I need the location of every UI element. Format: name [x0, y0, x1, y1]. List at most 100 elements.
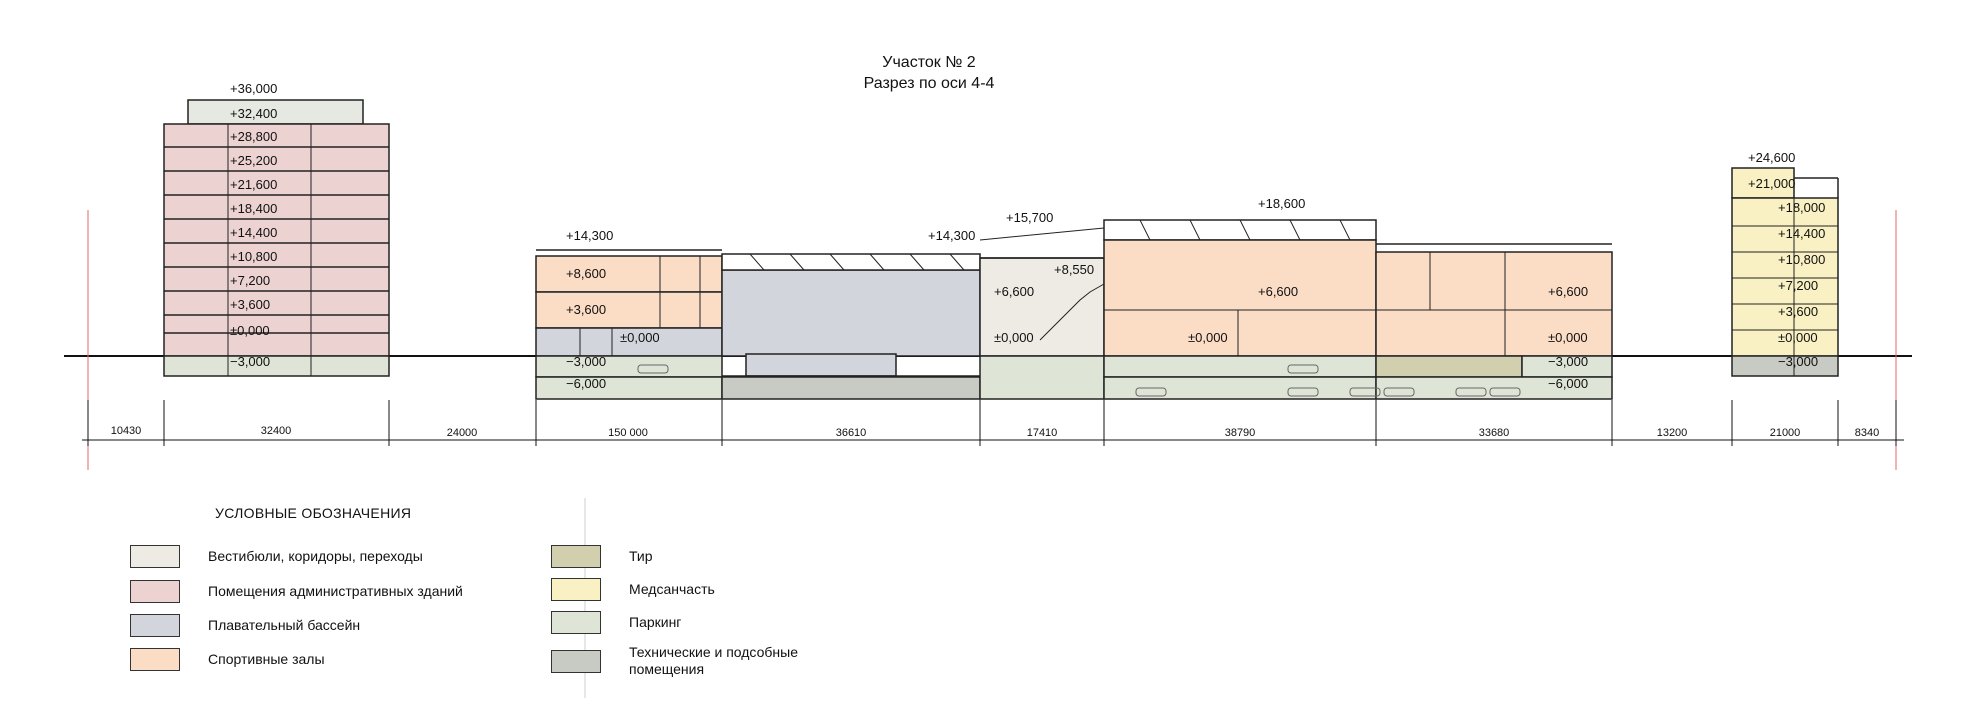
dimension-label: 36610 [836, 427, 867, 439]
pool-basin [745, 353, 897, 377]
legend-item-admin: Помещения административных зданий [130, 580, 463, 603]
drawing-title: Участок № 2 Разрез по оси 4-4 [0, 52, 1858, 94]
car [1455, 387, 1487, 397]
dimension-label: 21000 [1770, 427, 1801, 439]
dimension-label: 150 000 [608, 427, 648, 439]
elevation-label: −6,000 [566, 376, 606, 391]
dimension-label: 13200 [1657, 427, 1688, 439]
legend-swatch [551, 649, 601, 673]
legend-item-shooting: Тир [551, 545, 653, 568]
elevation-labels: +36,000 +32,400 +28,800 +25,200 +21,600 … [230, 81, 1825, 391]
legend-swatch [130, 580, 180, 603]
legend-swatch [551, 545, 601, 568]
legend-label: Вестибюли, коридоры, переходы [208, 548, 423, 564]
elevation-label: +3,600 [230, 297, 270, 312]
legend-label: Технические и подсобные помещения [629, 644, 798, 677]
elevation-label: +14,400 [230, 225, 277, 240]
legend-item-parking: Паркинг [551, 611, 681, 634]
legend-label: Паркинг [629, 614, 682, 630]
elevation-label: −3,000 [230, 354, 270, 369]
elevation-label: +6,600 [994, 284, 1034, 299]
elevation-label: +28,800 [230, 129, 277, 144]
dimension-line [82, 400, 1904, 446]
elevation-label: +14,300 [566, 228, 613, 243]
legend-swatch [551, 611, 601, 634]
legend-swatch [130, 614, 180, 637]
title-line-1: Участок № 2 [882, 54, 976, 71]
pool-hall [721, 269, 981, 357]
pool-block [721, 253, 981, 400]
legend-label: Тир [629, 548, 653, 564]
legend-item-technical: Технические и подсобные помещения [551, 644, 798, 678]
dimension-label: 38790 [1225, 427, 1256, 439]
shooting-range [1375, 355, 1523, 378]
legend-title: УСЛОВНЫЕ ОБОЗНАЧЕНИЯ [215, 505, 412, 521]
elevation-label: +7,200 [230, 273, 270, 288]
elevation-label: +15,700 [1006, 210, 1053, 225]
dimension-label: 17410 [1027, 427, 1058, 439]
car [637, 364, 669, 374]
elevation-label: +18,400 [230, 201, 277, 216]
sport-block-left [535, 249, 723, 400]
sport-left-parking-1 [535, 355, 723, 378]
sport-left-hall-upper [535, 255, 723, 293]
elevation-label: ±0,000 [620, 330, 660, 345]
dimension-label: 33680 [1479, 427, 1510, 439]
elevation-label: −3,000 [1548, 354, 1588, 369]
elevation-label: +8,550 [1054, 262, 1094, 277]
elevation-label: +18,600 [1258, 196, 1305, 211]
legend-swatch [551, 578, 601, 601]
legend-label: Медсанчасть [629, 581, 715, 597]
dimension-label: 10430 [111, 425, 142, 437]
main-hall-space [1103, 239, 1377, 357]
car [1489, 387, 1521, 397]
center-lobby [979, 227, 1105, 400]
elevation-label: ±0,000 [1548, 330, 1588, 345]
elevation-label: ±0,000 [230, 323, 270, 338]
elevation-label: +18,000 [1778, 200, 1825, 215]
elevation-label: ±0,000 [1188, 330, 1228, 345]
sport-left-ground [535, 327, 723, 357]
sport-left-hall-lower [535, 291, 723, 329]
pool-parking [721, 376, 981, 400]
lobby-stair [1039, 283, 1105, 341]
elevation-label: ±0,000 [1778, 330, 1818, 345]
legend-item-sport: Спортивные залы [130, 648, 325, 671]
elevation-label: +25,200 [230, 153, 277, 168]
elevation-label: +36,000 [230, 81, 277, 96]
legend-swatch [130, 545, 180, 568]
elevation-label: +32,400 [230, 106, 277, 121]
elevation-label: +21,600 [230, 177, 277, 192]
legend-label: Помещения административных зданий [208, 583, 463, 599]
car [1287, 387, 1319, 397]
pool-truss [721, 253, 981, 271]
admin-basement [163, 355, 390, 377]
legend-item-lobby: Вестибюли, коридоры, переходы [130, 545, 423, 568]
elevation-label: ±0,000 [994, 330, 1034, 345]
elevation-label: +14,400 [1778, 226, 1825, 241]
dimension-labels: 10430 32400 24000 150 000 36610 17410 38… [111, 425, 1880, 439]
car [1135, 387, 1167, 397]
dimension-label: 32400 [261, 425, 292, 437]
elevation-label: +8,600 [566, 266, 606, 281]
elevation-label: −3,000 [1778, 354, 1818, 369]
lobby-parking [979, 355, 1105, 400]
car [1349, 387, 1381, 397]
car [1287, 364, 1319, 374]
dimension-label: 24000 [447, 427, 478, 439]
elevation-label: +7,200 [1778, 278, 1818, 293]
car [1383, 387, 1415, 397]
dimension-label: 8340 [1855, 427, 1879, 439]
elevation-label: +21,000 [1748, 176, 1795, 191]
main-hall [1103, 219, 1377, 400]
admin-roof-box [187, 99, 364, 125]
legend-item-pool: Плавательный бассейн [130, 614, 360, 637]
elevation-label: +6,600 [1548, 284, 1588, 299]
legend-item-medical: Медсанчасть [551, 578, 715, 601]
elevation-label: +10,800 [230, 249, 277, 264]
legend-label: Спортивные залы [208, 651, 325, 667]
elevation-label: +6,600 [1258, 284, 1298, 299]
elevation-label: +24,600 [1748, 150, 1795, 165]
elevation-label: +10,800 [1778, 252, 1825, 267]
medical-tower [1731, 167, 1839, 377]
